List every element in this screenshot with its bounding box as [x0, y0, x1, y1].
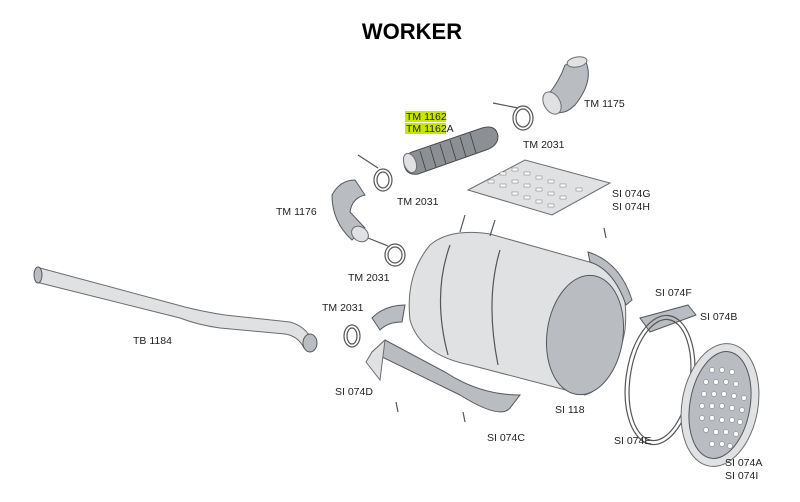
- part-tm1176-elbow: [331, 179, 369, 243]
- part-si074g-plate: [466, 159, 612, 216]
- part-si074a-endcap: [680, 343, 760, 467]
- part-tb1184-pipe: [33, 266, 318, 353]
- label-highlight: [405, 123, 446, 134]
- part-clamp-mid: [357, 154, 393, 192]
- label-si074e: SI 074E: [614, 435, 651, 447]
- label-highlight: [405, 111, 446, 122]
- label-si074c: SI 074C: [487, 432, 525, 444]
- part-tm1162-hose: [402, 126, 499, 175]
- label-si074i: SI 074I: [725, 470, 758, 482]
- label-si074a: SI 074A: [725, 457, 762, 469]
- label-si074h: SI 074H: [612, 201, 650, 213]
- label-si074d: SI 074D: [335, 386, 373, 398]
- bolt-icon: [603, 227, 607, 239]
- part-si074d-shield: [365, 338, 522, 413]
- label-si074b: SI 074B: [700, 311, 737, 323]
- label-tm2031-c: TM 2031: [348, 272, 390, 284]
- part-clamp-pipe: [343, 324, 361, 348]
- part-inlet-pipe: [371, 304, 406, 331]
- part-clamp-lower: [367, 237, 406, 267]
- label-si074g: SI 074G: [612, 188, 651, 200]
- screw-icon: [395, 401, 466, 423]
- part-top-shield: [587, 251, 633, 306]
- label-tb1184: TB 1184: [133, 335, 172, 347]
- part-tm1175-elbow: [542, 56, 589, 115]
- diagram-title: WORKER: [362, 19, 462, 44]
- label-tm1162a: TM 1162A: [406, 123, 454, 135]
- label-tm1175: TM 1175: [584, 98, 625, 110]
- part-clamp-upper: [492, 102, 534, 131]
- part-si118-muffler: [408, 214, 627, 396]
- label-tm2031-d: TM 2031: [322, 302, 364, 314]
- label-tm2031-b: TM 2031: [397, 196, 439, 208]
- label-si074f: SI 074F: [655, 287, 692, 299]
- label-tm1176: TM 1176: [276, 206, 317, 218]
- part-si074f-bracket: [639, 304, 697, 333]
- label-tm1162: TM 1162: [406, 111, 447, 123]
- label-tm2031-a: TM 2031: [523, 139, 565, 151]
- label-si118: SI 118: [555, 404, 585, 416]
